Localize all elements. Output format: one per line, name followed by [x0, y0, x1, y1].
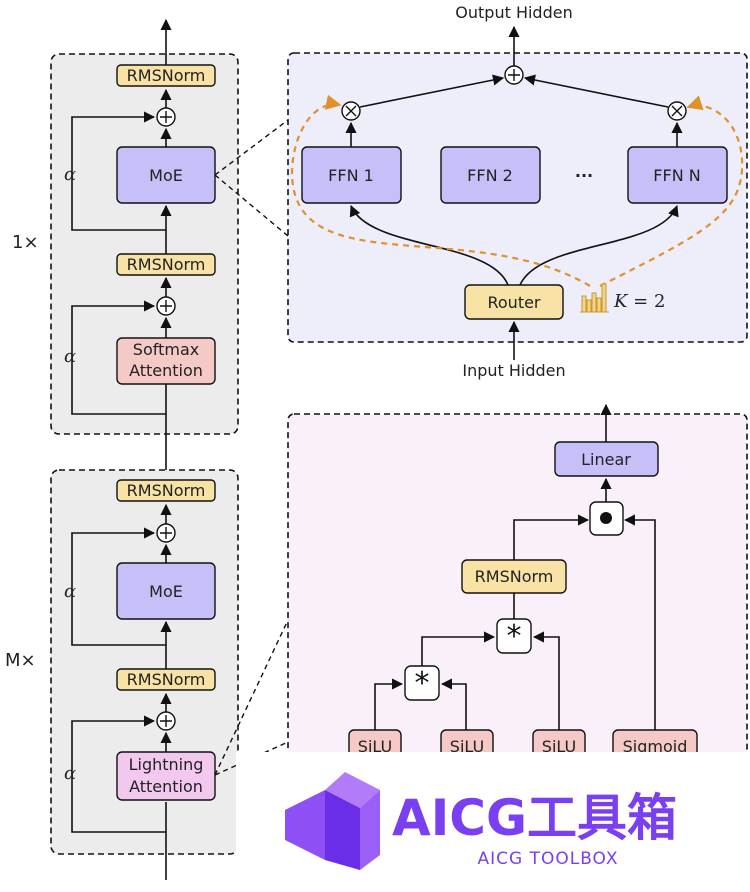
svg-text:*: * — [507, 619, 522, 654]
expert-label: FFN 2 — [467, 166, 513, 185]
watermark-subtitle: AICG TOOLBOX — [477, 849, 618, 869]
watermark-logo-icon — [285, 772, 380, 870]
watermark: AICG工具箱 AICG TOOLBOX — [236, 752, 750, 892]
svg-text:*: * — [415, 666, 430, 701]
alpha-label: α — [64, 346, 76, 367]
rmsnorm-label: RMSNorm — [127, 670, 206, 689]
lightning-attention-label-1: Lightning — [129, 755, 204, 774]
rmsnorm-label: RMSNorm — [127, 66, 206, 85]
bottom-block: M× Lightning Attention α RMSNorm MoE α R… — [5, 469, 239, 880]
expert-box — [440, 146, 541, 204]
expert-label: FFN N — [653, 166, 700, 185]
moe-detail: Output Hidden FFN 1 FFN 2 ··· FFN N Rout… — [214, 3, 748, 380]
moe-label: MoE — [149, 582, 183, 601]
bottom-block-repeat-label: M× — [5, 650, 36, 671]
router-label: Router — [487, 293, 540, 312]
rmsnorm-label: RMSNorm — [475, 567, 554, 586]
alpha-label: α — [64, 763, 76, 784]
rmsnorm-label: RMSNorm — [127, 481, 206, 500]
softmax-attention-label-1: Softmax — [133, 340, 199, 359]
alpha-label: α — [64, 581, 76, 602]
expert-ellipsis: ··· — [575, 166, 593, 185]
router-box — [464, 284, 564, 320]
top-block: 1× Softmax Attention α RMSNorm MoE α RMS… — [12, 18, 239, 435]
top-block-repeat-label: 1× — [12, 232, 39, 253]
alpha-label: α — [64, 164, 76, 185]
input-hidden-label: Input Hidden — [462, 361, 565, 380]
lightning-attention-label-2: Attention — [129, 777, 203, 796]
watermark-title: AICG工具箱 — [392, 789, 677, 847]
silu-label: SiLU — [542, 737, 576, 756]
moe-label: MoE — [149, 166, 183, 185]
softmax-attention-label-2: Attention — [129, 361, 203, 380]
silu-label: SiLU — [450, 737, 484, 756]
rmsnorm-label: RMSNorm — [127, 255, 206, 274]
silu-label: SiLU — [358, 737, 392, 756]
output-hidden-label: Output Hidden — [455, 3, 572, 22]
topk-histogram-icon — [580, 283, 609, 313]
linear-box — [554, 441, 659, 477]
rmsnorm-box — [116, 479, 216, 502]
k-label: K = 2 — [613, 291, 665, 312]
linear-label: Linear — [581, 450, 631, 469]
expert-label: FFN 1 — [328, 166, 374, 185]
sigmoid-label: Sigmoid — [623, 737, 688, 756]
convolution-star-icon — [496, 618, 532, 654]
convolution-star-icon — [404, 665, 440, 701]
